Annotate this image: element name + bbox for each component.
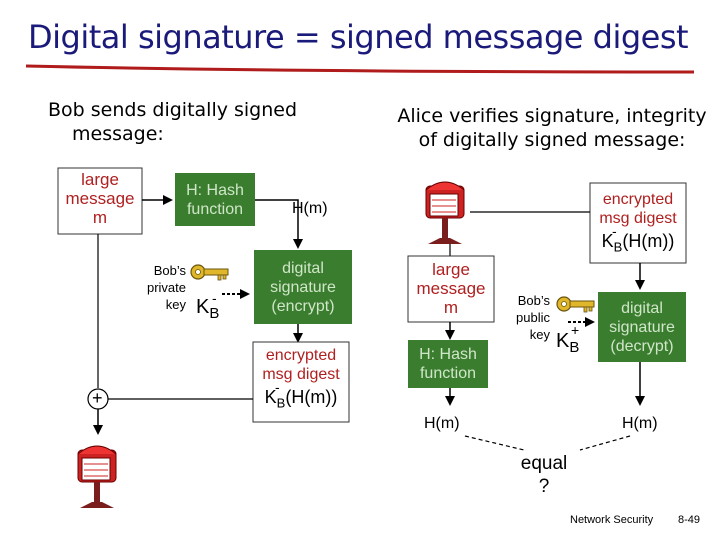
encrypted-left-line2: msg digest: [262, 366, 340, 383]
signature-encrypt-text: digital signature (encrypt): [254, 250, 352, 324]
signature-decrypt-text: digital signature (decrypt): [598, 292, 686, 362]
enc-right-k: K: [601, 231, 614, 251]
left-heading: Bob sends digitally signed message:: [48, 98, 328, 146]
private-key-sub: B: [209, 305, 220, 322]
encrypted-digest-box-right: [589, 182, 687, 264]
enc-left-rest: (H(m)): [285, 387, 338, 407]
large-message-box-right: [407, 255, 495, 323]
private-key-k: K: [196, 296, 210, 318]
sig-encrypt-line3: (encrypt): [271, 297, 335, 315]
hash-box-left-line2: function: [186, 200, 244, 218]
public-key-k: K: [556, 330, 570, 352]
hm-label-right-left: H(m): [424, 415, 460, 432]
encrypted-digest-box-left: [252, 341, 350, 423]
encrypted-left-formula: KB(H(m)) -: [253, 379, 349, 413]
enc-right-sup: -: [612, 223, 617, 239]
large-message-left-line2: message: [65, 189, 135, 208]
enc-right-rest: (H(m)): [622, 231, 675, 251]
sig-encrypt-line1: digital: [282, 259, 324, 277]
question-mark: ?: [538, 476, 550, 497]
right-heading-line1: Alice verifies signature, integrity: [397, 105, 707, 127]
large-message-left-line1: large: [81, 170, 119, 189]
enc-left-sub: B: [276, 395, 286, 411]
private-key-symbol: KB: [196, 296, 219, 322]
bob-public-key-label: Bob’s public key: [504, 292, 550, 343]
hash-box-right-line1: H: Hash: [419, 346, 477, 363]
large-message-box-left: [57, 167, 143, 235]
encrypted-right-line1: encrypted: [602, 191, 674, 208]
large-message-right-line3: m: [443, 298, 459, 317]
encrypted-right-line2: msg digest: [599, 210, 677, 227]
large-message-right-line1: large: [432, 260, 470, 279]
equal-question: equal ?: [512, 452, 576, 498]
private-key-sup: -: [212, 290, 217, 306]
plus-label: +: [92, 388, 103, 408]
enc-left-k: K: [264, 387, 277, 407]
public-key-line2: public: [516, 310, 550, 325]
compare-dashed-left: [464, 435, 525, 451]
page-title: Digital signature = signed message diges…: [28, 18, 689, 56]
right-heading-line2: of digitally signed message:: [418, 129, 686, 151]
encrypted-digest-right-text: encrypted msg digest KB(H(m)) -: [590, 190, 686, 257]
large-message-right-line2: message: [416, 279, 486, 298]
sig-decrypt-line2: signature: [609, 318, 675, 336]
public-key-symbol: KB: [556, 330, 579, 356]
large-message-right-text: large message m: [408, 260, 494, 317]
sig-encrypt-line2: signature: [270, 278, 336, 296]
compare-dashed-right: [579, 435, 631, 451]
hm-label-right-right: H(m): [622, 415, 658, 432]
encrypted-digest-left-text: encrypted msg digest KB(H(m)) -: [253, 346, 349, 413]
large-message-left-line3: m: [92, 208, 108, 227]
private-key-line1: Bob’s: [153, 263, 186, 278]
title-underline: [25, 64, 695, 74]
right-heading: Alice verifies signature, integrity of d…: [392, 104, 712, 152]
public-key-sup: +: [571, 322, 580, 338]
hash-box-right-text: H: Hash function: [408, 340, 488, 388]
private-key-line2: private: [146, 280, 186, 295]
public-key-sub: B: [569, 339, 580, 356]
sig-decrypt-line3: (decrypt): [610, 337, 674, 355]
hash-box-left-text: H: Hash function: [175, 173, 255, 226]
bob-private-key-label: Bob’s private key: [126, 262, 186, 313]
enc-right-sub: B: [613, 239, 623, 255]
left-heading-line2: message:: [72, 123, 164, 145]
hash-box-left-line1: H: Hash: [186, 181, 244, 199]
left-heading-line1: Bob sends digitally signed: [48, 99, 298, 121]
public-key-line1: Bob’s: [517, 293, 550, 308]
enc-left-sup: -: [275, 379, 280, 395]
footer-page-number: 8-49: [678, 514, 701, 526]
arrow-hash-to-signature: [255, 199, 303, 249]
footer-course-label: Network Security: [570, 514, 654, 526]
sig-decrypt-line1: digital: [621, 299, 663, 317]
mailbox-icon-right: [425, 181, 465, 244]
private-key-line3: key: [165, 297, 186, 312]
equal-label: equal: [520, 453, 568, 474]
public-key-icon: [556, 296, 595, 313]
mailbox-icon-left: [77, 445, 117, 508]
encrypted-right-formula: KB(H(m)) -: [590, 223, 686, 257]
private-key-icon: [190, 264, 229, 281]
hm-label-left: H(m): [292, 200, 328, 217]
hash-box-right-line2: function: [419, 365, 477, 382]
large-message-left-text: large message m: [58, 170, 142, 227]
public-key-line3: key: [529, 327, 550, 342]
encrypted-left-line1: encrypted: [265, 347, 337, 364]
